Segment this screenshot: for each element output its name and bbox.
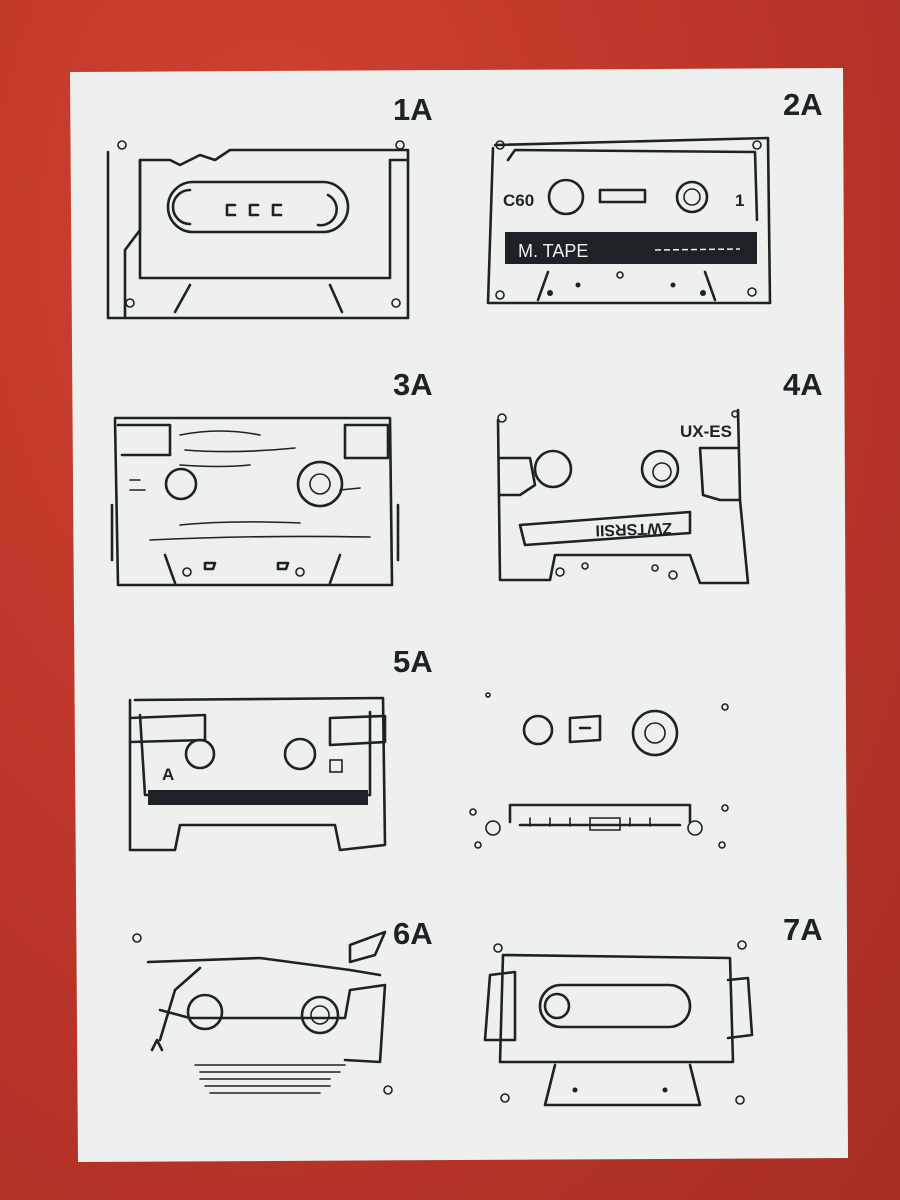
label-6a: 6A (393, 916, 433, 951)
cassette-drawing-3a: 3A (110, 367, 433, 587)
label-3a: 3A (393, 367, 433, 402)
side-number-text: 1 (735, 191, 744, 210)
cassette-drawing-1a: 1A (106, 92, 433, 320)
label-5a: 5A (393, 644, 433, 679)
cassette-drawing-6a: 6A (132, 916, 433, 1095)
paper-sheet (70, 68, 848, 1162)
brand-label-text: M. TAPE (518, 241, 588, 261)
model-text: UX-ES (680, 422, 732, 441)
label-2a: 2A (783, 87, 823, 122)
label-1a: 1A (393, 92, 433, 127)
cassette-drawing-2a: 2A C60 1 M. TAPE (486, 87, 823, 305)
label-4a: 4A (783, 367, 823, 402)
svg-text:ZWTSRSII: ZWTSRSII (595, 519, 672, 539)
cassette-drawing-7a: 7A (483, 912, 823, 1107)
cassette-drawing-4a: 4A ZWTSRSII UX-ES (496, 367, 823, 585)
cassette-drawing-5a: 5A A (128, 644, 433, 852)
cassette-type-text: C60 (503, 191, 534, 210)
cassette-drawing-5a-right (469, 692, 729, 849)
label-7a: 7A (783, 912, 823, 947)
side-a-text: A (162, 765, 174, 784)
